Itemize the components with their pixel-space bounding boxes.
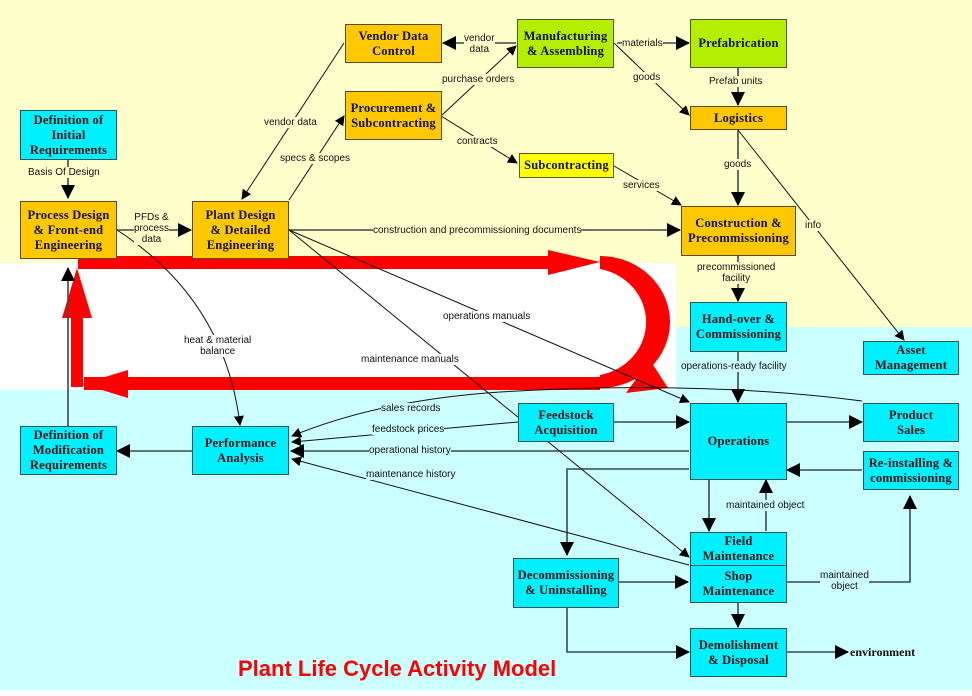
node-reinstalling[interactable]: Re-installing & commissioning [863, 451, 959, 490]
label-precommissioned-facility: precommissioned facility [697, 262, 776, 284]
label-specs-scopes: specs & scopes [280, 153, 351, 164]
label-operational-history: operational history [369, 445, 451, 456]
flow-maintenance-manuals [288, 229, 690, 558]
label-goods-1: goods [633, 72, 661, 83]
node-construction[interactable]: Construction & Precommissioning [681, 206, 796, 256]
label-vendor-data-2: vendor data [464, 33, 495, 55]
node-product-sales[interactable]: Product Sales [863, 403, 959, 442]
label-maintained-object-2: maintained object [820, 570, 869, 592]
label-operations-ready: operations-ready facility [681, 361, 787, 372]
label-vendor-data: vendor data [264, 117, 317, 128]
label-maintained-object-1: maintained object [726, 500, 805, 511]
node-feedstock-acquisition[interactable]: Feedstock Acquisition [518, 403, 614, 442]
node-handover[interactable]: Hand-over & Commissioning [690, 302, 787, 352]
node-demolishment[interactable]: Demolishment & Disposal [690, 628, 787, 677]
label-services: services [623, 180, 660, 191]
flow-decom-to-demolish [566, 608, 690, 659]
flow-info [737, 129, 905, 341]
loop-curve [600, 256, 670, 388]
label-heat-material: heat & material balance [184, 335, 252, 357]
label-info: info [805, 220, 822, 231]
node-operations[interactable]: Operations [690, 403, 787, 480]
node-decommissioning[interactable]: Decommissioning & Uninstalling [513, 558, 619, 608]
node-definition-of-modification-requirements[interactable]: Definition of Modification Requirements [20, 426, 117, 475]
label-materials: materials [622, 38, 663, 49]
flow-sales-records [291, 387, 863, 438]
label-basis-of-design: Basis Of Design [28, 167, 100, 178]
loop-top-arrowhead [548, 250, 600, 275]
node-subcontracting[interactable]: Subcontracting [519, 153, 614, 178]
label-contracts: contracts [457, 136, 498, 147]
node-field-maintenance[interactable]: Field Maintenance [690, 532, 787, 566]
node-process-design[interactable]: Process Design & Front-end Engineering [20, 201, 117, 259]
label-operations-manuals: operations manuals [443, 311, 531, 322]
node-procurement[interactable]: Procurement & Subcontracting [345, 91, 442, 140]
label-environment: environment [850, 645, 916, 659]
label-feedstock-prices: feedstock prices [372, 424, 445, 435]
node-logistics[interactable]: Logistics [690, 106, 787, 130]
label-pfds: PFDs & process data [134, 212, 170, 245]
operations-phase-zone [0, 390, 972, 690]
flow-heat-material [116, 229, 244, 426]
label-construction-docs: construction and precommissioning docume… [373, 225, 582, 236]
loop-top-bar [78, 256, 548, 269]
node-vendor-data-control[interactable]: Vendor Data Control [345, 24, 442, 63]
node-asset-management[interactable]: Asset Management [863, 341, 959, 375]
node-definition-of-initial-requirements[interactable]: Definition of Initial Requirements [20, 110, 117, 160]
label-purchase-orders: purchase orders [442, 74, 515, 85]
loop-left-arrowhead [62, 268, 92, 318]
flow-maintenance-history [291, 456, 690, 566]
label-maintenance-history: maintenance history [366, 469, 456, 480]
node-performance-analysis[interactable]: Performance Analysis [192, 426, 289, 475]
flow-ops-to-decom [560, 468, 689, 556]
node-shop-maintenance[interactable]: Shop Maintenance [690, 565, 787, 603]
label-goods-2: goods [724, 159, 752, 170]
loop-right-arrowhead [626, 360, 668, 393]
node-prefabrication[interactable]: Prefabrication [690, 19, 787, 68]
node-plant-design[interactable]: Plant Design & Detailed Engineering [192, 201, 289, 259]
loop-bottom-bar [84, 377, 600, 390]
loop-bottom-arrowhead [82, 370, 128, 398]
node-manufacturing[interactable]: Manufacturing & Assembling [517, 19, 614, 68]
lifecycle-loop-arrow [62, 250, 670, 398]
label-sales-records: sales records [381, 403, 441, 414]
diagram-title: Plant Life Cycle Activity Model [238, 656, 557, 681]
loop-left-bar [71, 317, 83, 387]
label-prefab-units: Prefab units [709, 76, 763, 87]
label-maintenance-manuals: maintenance manuals [361, 354, 459, 365]
